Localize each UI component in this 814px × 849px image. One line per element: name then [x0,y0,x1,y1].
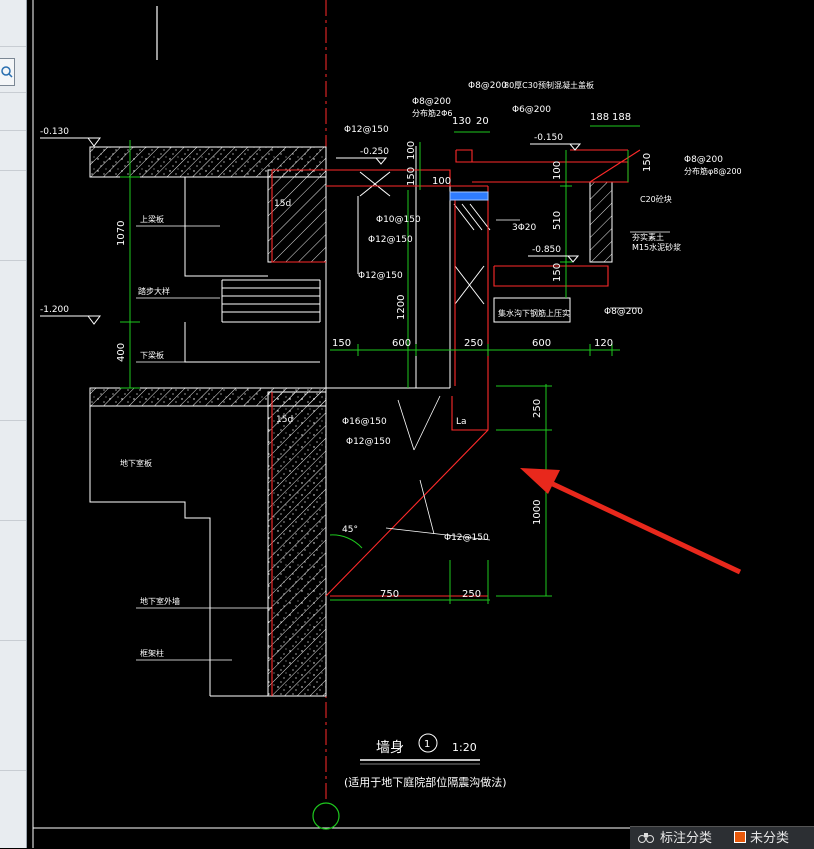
elevation-label: -0.850 [532,245,561,255]
dim-text: 1000 [532,500,543,525]
dim-text: 250 [532,399,543,418]
note-leaders [136,219,670,661]
dim-text: 250 [464,338,483,349]
elevation-markers [40,137,582,325]
drawing-index: 1 [424,739,430,750]
dim-text: 150 [642,153,653,172]
annotation-category-tab[interactable]: 标注分类 [638,830,712,848]
dim-text: 510 [552,211,563,230]
panel-divider [0,170,26,171]
dim-text: 250 [462,589,481,600]
dim-text: 600 [532,338,551,349]
drawing-subtitle: (适用于地下庭院部位隔震沟做法) [344,775,507,789]
elevation-label: -0.130 [40,127,69,137]
dim-text: 150 [552,263,563,282]
elevation-label: -0.250 [360,147,389,157]
structure-outlines [89,146,613,697]
structure-note: 上梁板 [140,214,164,224]
rebar-label: Φ8@200 [412,97,451,107]
panel-divider [0,260,26,261]
structure-note: 框架柱 [140,648,164,658]
rebar-label: Φ12@150 [368,235,413,245]
rebar-label: Φ12@150 [358,271,403,281]
anchor-label: 15d [276,415,293,425]
spacer-note: 分布筋2Φ6 [412,108,452,118]
cad-drawing-canvas[interactable]: 150 600 250 600 120 750 250 1000 250 107… [26,0,814,848]
annotation-arrow [520,468,742,575]
panel-divider [0,130,26,131]
panel-divider [0,640,26,641]
dim-text: 188 [612,112,631,123]
layer-color-icon [734,831,746,843]
dim-text: 120 [594,338,613,349]
structure-note: 地下室外墙 [140,596,180,606]
precast-note: 集水沟下钢筋上压实 [498,308,570,318]
dim-text: 188 [590,112,609,123]
rebar-label: Φ16@150 [342,417,387,427]
dim-text: 1200 [396,295,407,320]
rebar-label: Φ12@150 [344,125,389,135]
panel-divider [0,92,26,93]
status-toolbar: 标注分类 未分类 [630,826,814,849]
drawing-title: 墙身 [376,740,404,756]
dim-text: 150 [406,167,417,186]
basement-wall [267,391,327,697]
dim-text: 600 [392,338,411,349]
panel-divider [0,46,26,47]
dim-text: 100 [406,141,417,160]
anchor-label: La [456,417,467,427]
elevation-label: -1.200 [40,305,69,315]
axis-bubble [312,802,340,830]
dim-text: 750 [380,589,399,600]
structure-note: 踏步大样 [138,286,170,296]
uncategorized-tab[interactable]: 未分类 [734,830,789,848]
waterproof-layer [449,191,489,201]
dim-text: 130 [452,116,471,127]
slab-note: 80厚C30预制混凝土盖板 [504,80,594,90]
dimension-lines [120,125,640,604]
drawing-scale: 1:20 [452,741,477,754]
dim-text: 1070 [116,221,127,246]
panel-divider [0,520,26,521]
panel-divider [0,770,26,771]
search-icon [1,66,13,78]
rebar-label: Φ8@200 [468,81,507,91]
uncategorized-label: 未分类 [750,831,790,846]
dim-text: 150 [332,338,351,349]
structure-note: 下梁板 [140,350,164,360]
rebar-label: 3Φ20 [512,223,537,233]
rebar-label: Φ12@150 [444,533,489,543]
search-button[interactable] [0,58,15,86]
angle-label: 45° [342,525,358,535]
rebar-label: Φ12@150 [346,437,391,447]
cover-note: C20砼块 [640,194,672,204]
structure-note: 地下室板 [120,458,152,468]
anchor-label: 15d [274,199,291,209]
dim-text: 20 [476,116,489,127]
side-panel [0,0,27,848]
upper-slab [89,146,327,263]
panel-divider [0,420,26,421]
annotation-category-label: 标注分类 [660,831,713,846]
rebar-label: Φ8@200 [684,155,723,165]
index-bubble [418,733,438,753]
fill-note: M15水泥砂浆 [632,242,681,252]
rebar-label: Φ6@200 [512,105,551,115]
dim-text: 400 [116,343,127,362]
lower-slab [89,387,327,407]
binoculars-icon [638,833,654,843]
dim-text: 100 [432,176,451,187]
fill-note: 夯实素土 [632,232,664,242]
dim-text: 100 [552,161,563,180]
dist-note: 分布筋φ8@200 [684,166,742,176]
title-block: 墙身 1 1:20 (适用于地下庭院部位隔震沟做法) [344,733,507,789]
rebar-label: Φ8@200 [604,307,643,317]
elevation-label: -0.150 [534,133,563,143]
rebar-label: Φ10@150 [376,215,421,225]
